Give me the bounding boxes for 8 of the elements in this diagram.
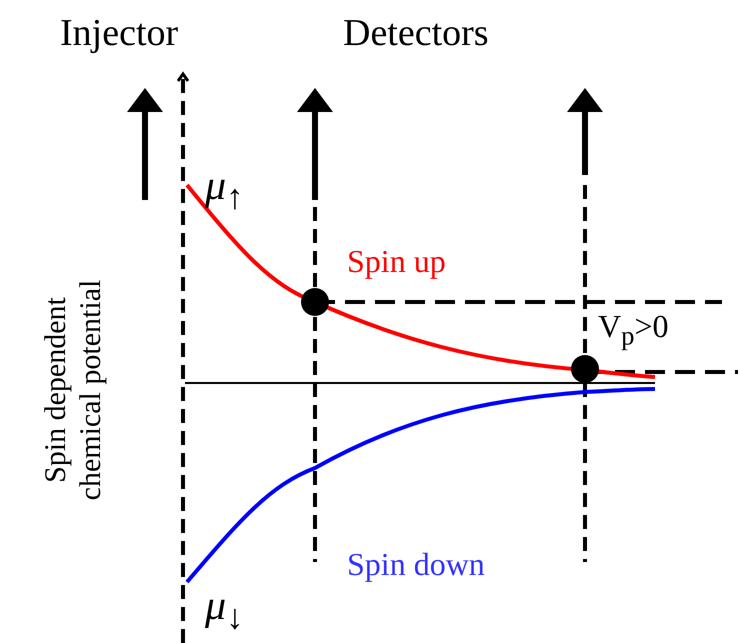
curve-label: Spin up (347, 245, 446, 277)
heading: Detectors (343, 14, 489, 52)
symbol-label: μ$_{↓}$ (205, 585, 244, 634)
curve-label: Spin down (347, 548, 485, 580)
potential-label: V$_{p}$>0 (598, 310, 668, 350)
heading: Injector (60, 14, 178, 52)
axis-label: Spin dependent chemical potential (39, 278, 108, 502)
symbol-label: μ$_{↑}$ (205, 165, 244, 214)
